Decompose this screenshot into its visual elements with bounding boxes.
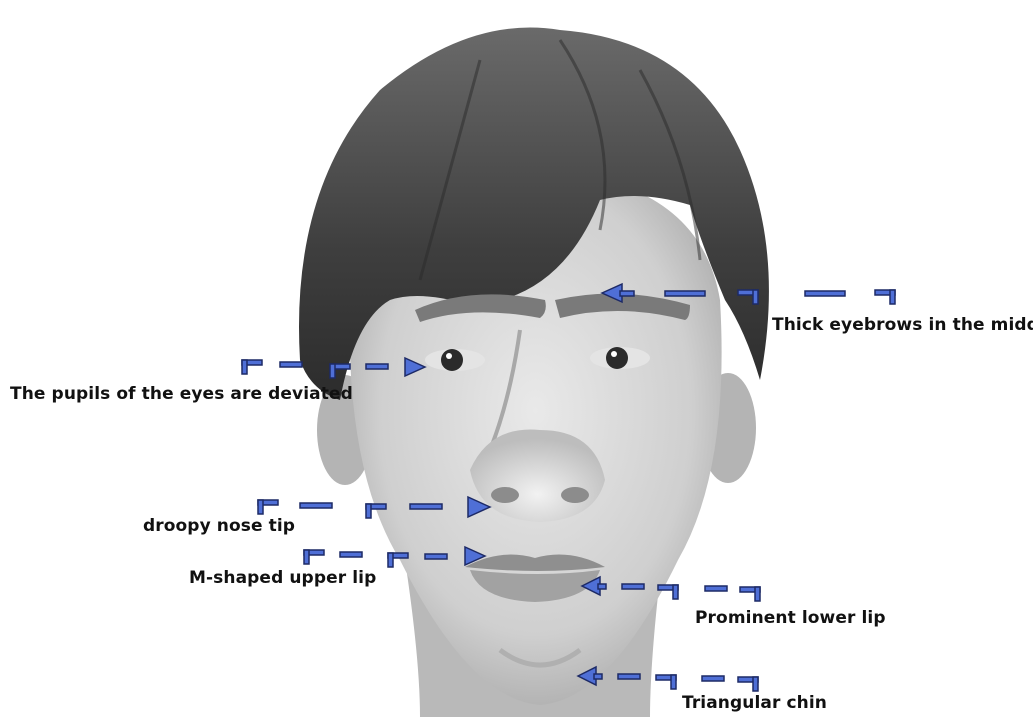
nose-label: droopy nose tip [143, 516, 295, 536]
pupils-label: The pupils of the eyes are deviated [10, 384, 353, 404]
eyebrows-label: Thick eyebrows in the middle [772, 315, 1033, 335]
right-pupil [606, 347, 628, 369]
lower-lip-label: Prominent lower lip [695, 608, 886, 628]
upper-lip-label: M-shaped upper lip [189, 568, 376, 588]
chin-label: Triangular chin [682, 693, 827, 713]
left-pupil [441, 349, 463, 371]
